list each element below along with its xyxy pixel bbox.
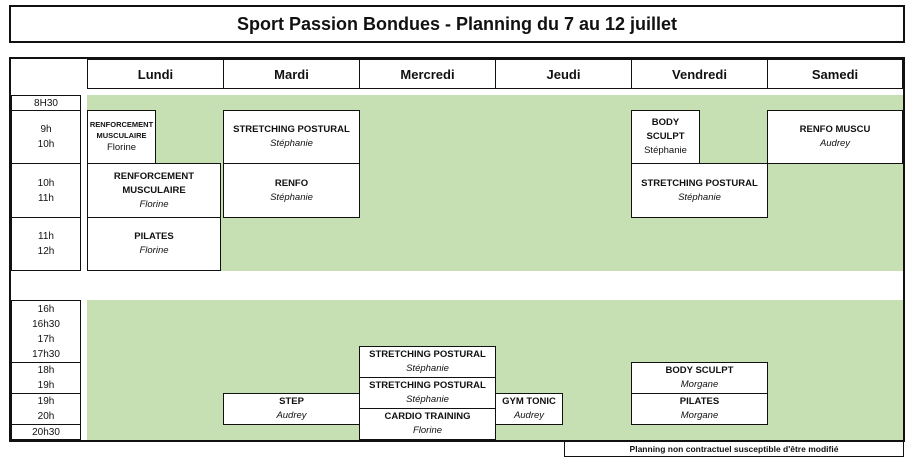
class-name: PILATES — [679, 396, 720, 407]
day-header-lundi: Lundi — [87, 59, 224, 89]
time-slot: 10h 11h — [11, 163, 81, 218]
class-block[interactable]: BODY SCULPT Morgane — [631, 362, 768, 394]
time-slot: 19h 20h — [11, 393, 81, 425]
class-name: RENFORCEMENT MUSCULAIRE — [89, 120, 154, 140]
class-block[interactable]: BODY SCULPT Stéphanie — [631, 110, 700, 164]
class-teacher: Florine — [106, 142, 137, 153]
class-name: BODY SCULPT — [665, 365, 734, 376]
class-teacher: Florine — [139, 245, 169, 256]
class-block[interactable]: STRETCHING POSTURAL Stéphanie — [359, 377, 496, 409]
class-teacher: Morgane — [680, 410, 719, 421]
class-block[interactable]: RENFO Stéphanie — [223, 163, 360, 218]
class-teacher: Stéphanie — [270, 191, 313, 203]
class-name: STRETCHING POSTURAL — [233, 124, 350, 135]
class-name: STRETCHING POSTURAL — [369, 380, 486, 391]
time-slot: 9h 10h — [11, 110, 81, 164]
class-teacher: Stéphanie — [406, 394, 449, 405]
class-teacher: Stéphanie — [678, 191, 721, 203]
class-teacher: Stéphanie — [644, 145, 687, 156]
class-teacher: Audrey — [513, 410, 545, 421]
class-block[interactable]: STRETCHING POSTURAL Stéphanie — [223, 110, 360, 164]
class-name: BODY SCULPT — [646, 117, 685, 142]
class-block[interactable]: RENFO MUSCU Audrey — [767, 110, 903, 164]
time-slot: 18h 19h — [11, 362, 81, 394]
class-block[interactable]: CARDIO TRAINING Florine — [359, 408, 496, 440]
class-name: PILATES — [134, 231, 174, 242]
time-slot: 11h 12h — [11, 217, 81, 271]
class-teacher: Morgane — [680, 379, 719, 390]
class-name: GYM TONIC — [502, 396, 556, 407]
day-header-mercredi: Mercredi — [359, 59, 496, 89]
time-slot: 8H30 — [11, 95, 81, 111]
class-name: RENFORCEMENT MUSCULAIRE — [113, 170, 195, 196]
class-name: RENFO MUSCU — [799, 124, 871, 135]
class-teacher: Audrey — [819, 138, 851, 149]
class-name: STEP — [279, 396, 304, 407]
class-name: STRETCHING POSTURAL — [369, 349, 486, 360]
class-block[interactable]: GYM TONIC Audrey — [495, 393, 563, 425]
class-teacher: Audrey — [276, 410, 307, 421]
class-teacher: Florine — [412, 425, 443, 436]
page-title: Sport Passion Bondues - Planning du 7 au… — [9, 5, 905, 43]
day-header-jeudi: Jeudi — [495, 59, 632, 89]
time-slot: 20h30 — [11, 424, 81, 440]
disclaimer-note: Planning non contractuel susceptible d'ê… — [564, 441, 904, 457]
class-teacher: Stéphanie — [406, 363, 449, 374]
class-block[interactable]: PILATES Florine — [87, 217, 221, 271]
class-teacher: Stéphanie — [270, 138, 313, 149]
class-teacher: Florine — [139, 198, 169, 210]
class-block[interactable]: STRETCHING POSTURAL Stéphanie — [359, 346, 496, 378]
class-block[interactable]: PILATES Morgane — [631, 393, 768, 425]
class-block[interactable]: STRETCHING POSTURAL Stéphanie — [631, 163, 768, 218]
class-block[interactable]: RENFORCEMENT MUSCULAIRE Florine — [87, 110, 156, 164]
class-block[interactable]: STEP Audrey — [223, 393, 360, 425]
day-header-vendredi: Vendredi — [631, 59, 768, 89]
time-slot: 16h 16h30 17h 17h30 — [11, 300, 81, 363]
class-block[interactable]: RENFORCEMENT MUSCULAIRE Florine — [87, 163, 221, 218]
day-header-samedi: Samedi — [767, 59, 903, 89]
day-header-mardi: Mardi — [223, 59, 360, 89]
class-name: RENFO — [274, 177, 309, 189]
class-name: STRETCHING POSTURAL — [641, 177, 758, 189]
class-name: CARDIO TRAINING — [384, 411, 471, 422]
